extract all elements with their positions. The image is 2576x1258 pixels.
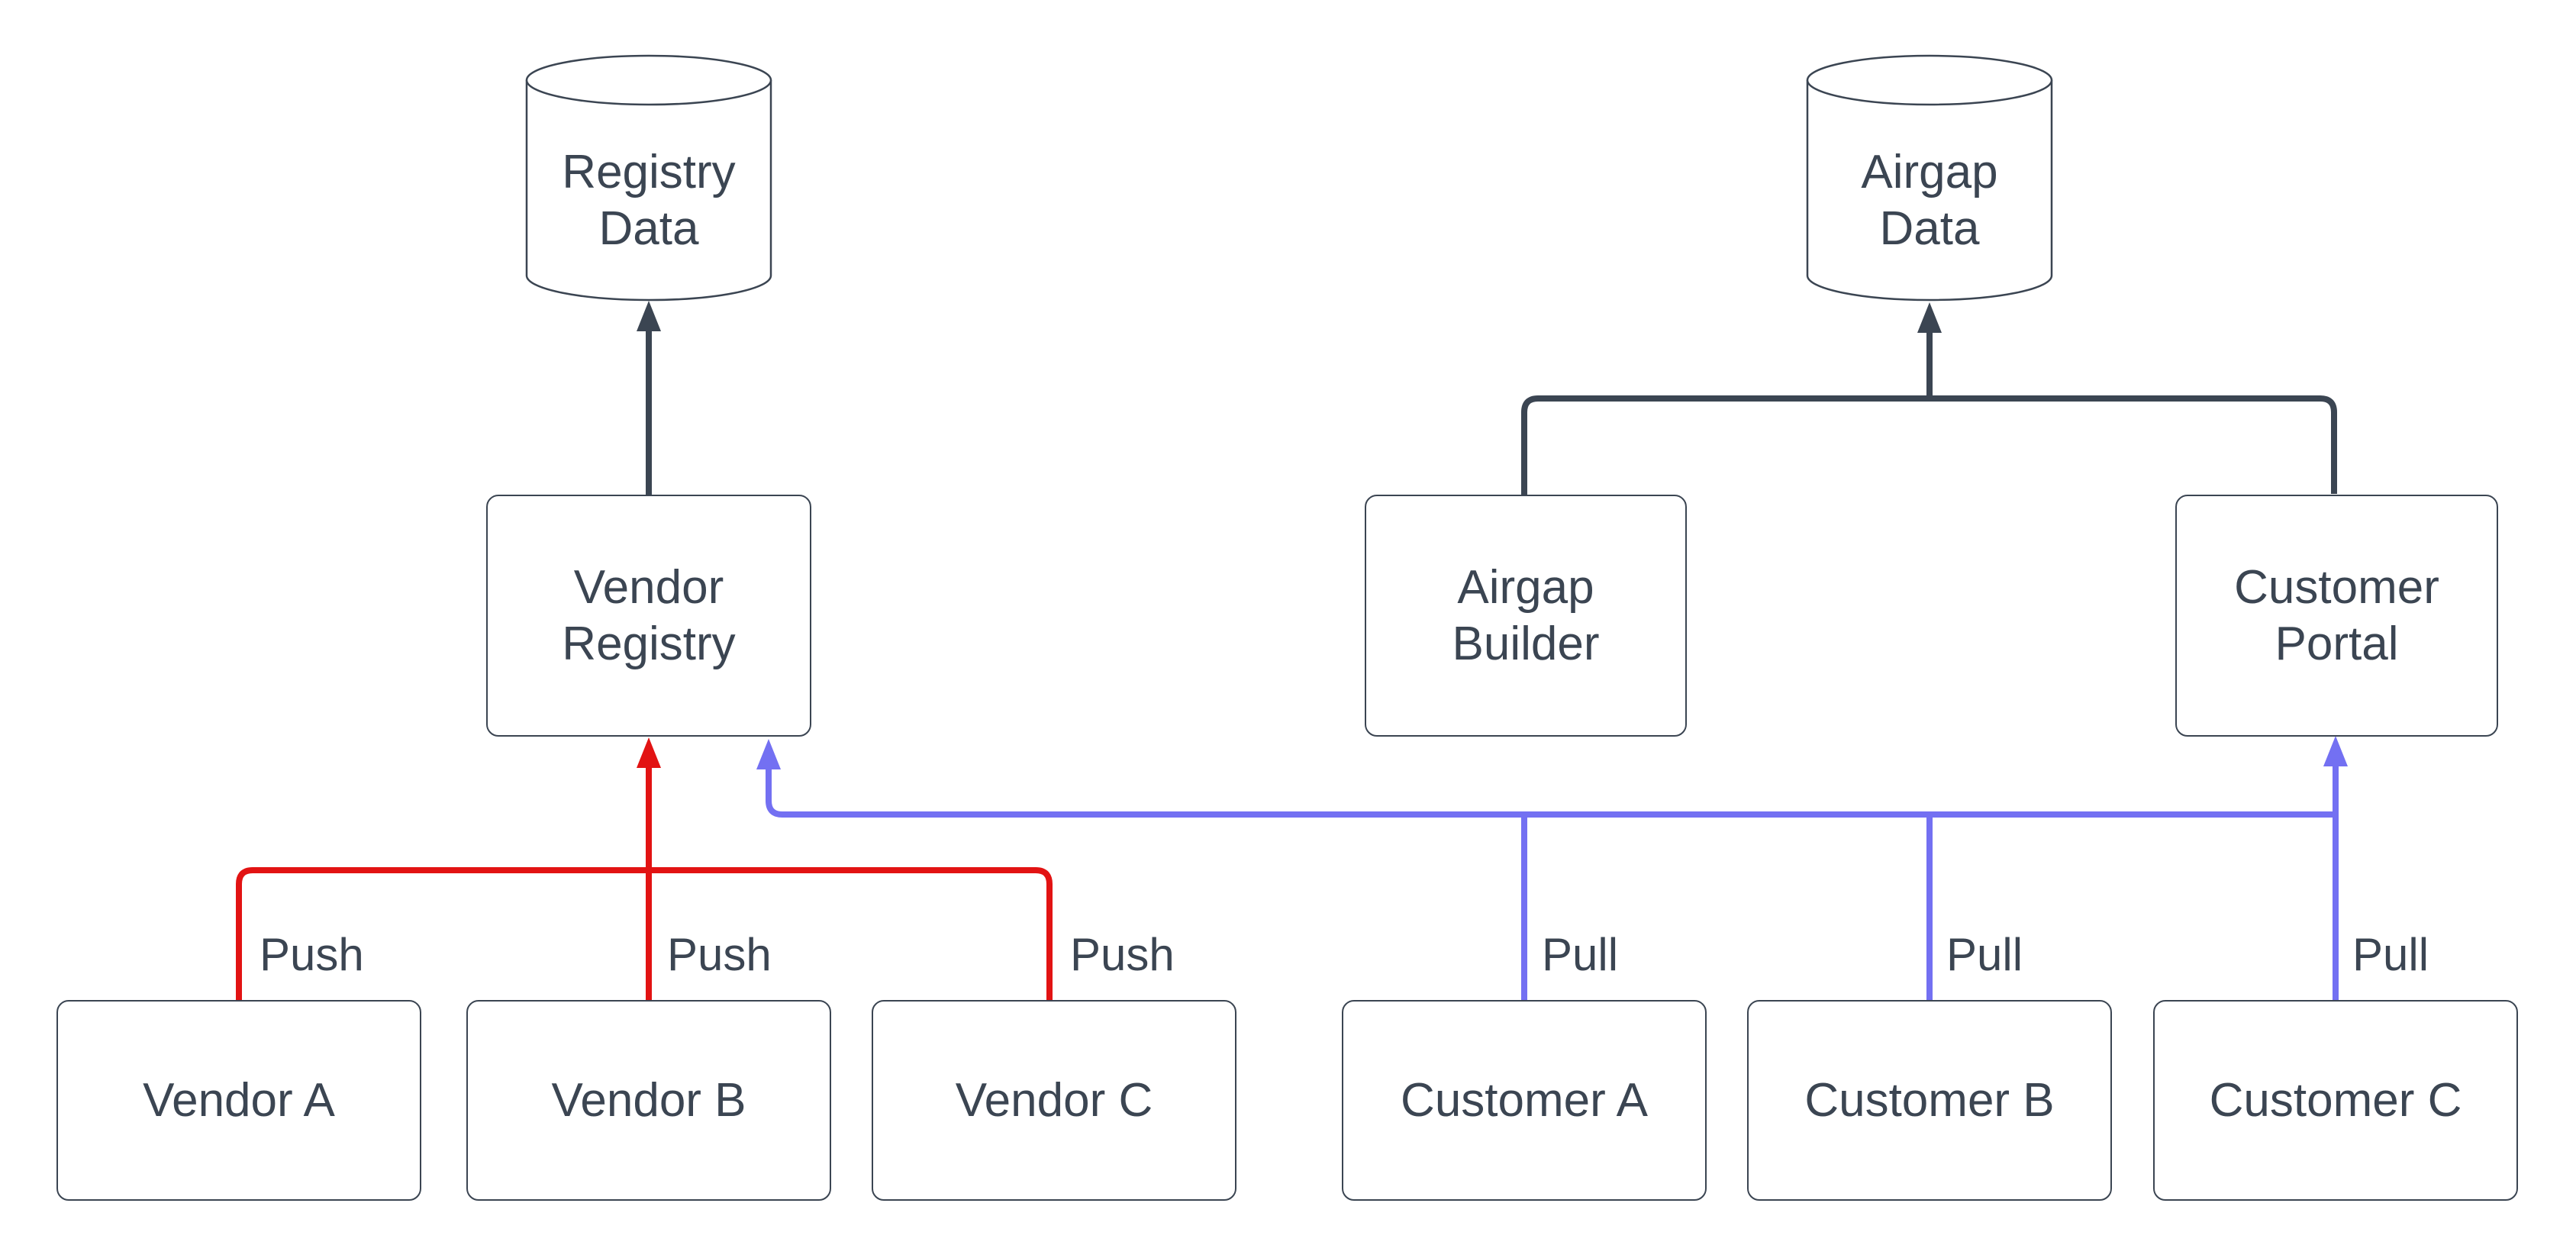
node-vendor-a: Vendor A xyxy=(56,1000,421,1201)
cylinder-body xyxy=(525,80,772,302)
node-airgap-builder: Airgap Builder xyxy=(1365,495,1687,737)
node-customer-b: Customer B xyxy=(1747,1000,2112,1201)
edge-pull-bus xyxy=(766,768,2336,818)
edge-airgap-builder-customer-portal-bus xyxy=(1521,395,2337,495)
arrowhead-pull-vendor-registry xyxy=(756,739,781,769)
node-customer-portal: Customer Portal xyxy=(2175,495,2498,737)
edge-label-pull-customer-c: Pull xyxy=(2352,929,2429,980)
airgap-data-cylinder xyxy=(1806,54,2053,302)
edge-label-pull-customer-b: Pull xyxy=(1946,929,2023,980)
node-vendor-b: Vendor B xyxy=(466,1000,831,1201)
node-customer-c: Customer C xyxy=(2153,1000,2518,1201)
edge-label-push-vendor-a: Push xyxy=(260,929,364,980)
cylinder-top xyxy=(525,54,772,106)
arrowhead-push-vendor-registry xyxy=(637,737,661,768)
arrowhead-airgap-data xyxy=(1917,302,1942,333)
arrowhead-registry-data xyxy=(637,301,661,331)
node-label-registry-data: Registry Data xyxy=(562,146,736,255)
edge-label-push-vendor-c: Push xyxy=(1070,929,1175,980)
node-label-airgap-data: Airgap Data xyxy=(1861,146,1998,255)
edge-push-bus xyxy=(236,867,1053,1000)
registry-data-cylinder xyxy=(525,54,772,302)
node-vendor-c: Vendor C xyxy=(872,1000,1236,1201)
node-vendor-registry: Vendor Registry xyxy=(486,495,811,737)
arrowhead-pull-customer-portal xyxy=(2323,736,2348,766)
edge-label-push-vendor-b: Push xyxy=(667,929,772,980)
cylinder-body xyxy=(1806,80,2053,302)
cylinder-top xyxy=(1806,54,2053,106)
node-customer-a: Customer A xyxy=(1342,1000,1707,1201)
edge-label-pull-customer-a: Pull xyxy=(1542,929,1619,980)
